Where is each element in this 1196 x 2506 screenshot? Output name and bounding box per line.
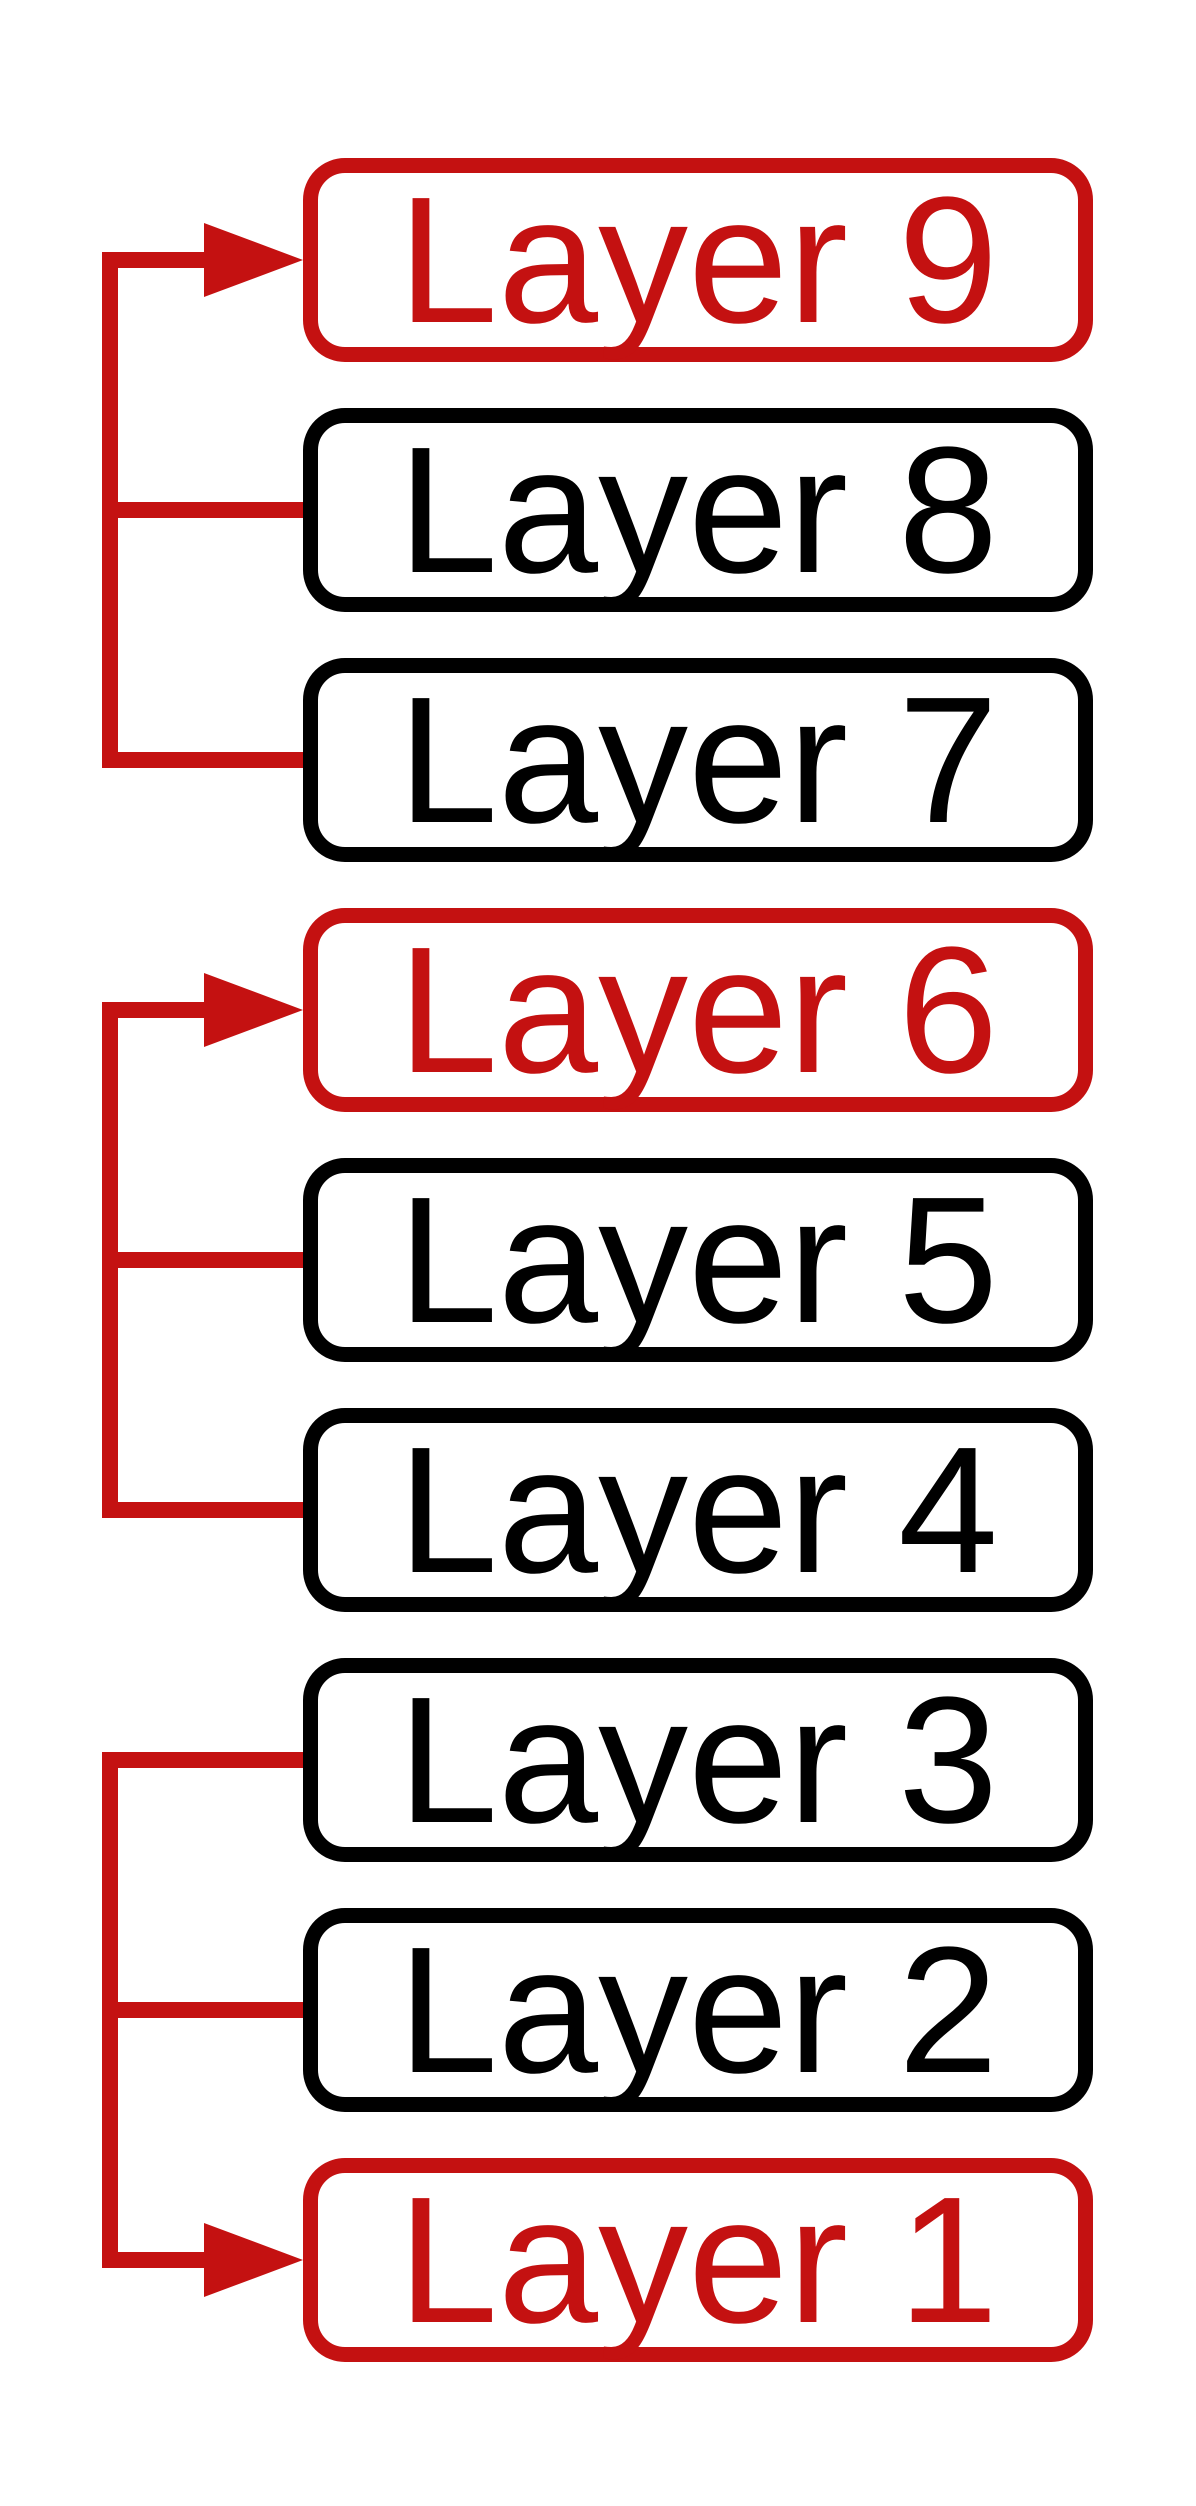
layer-label-2: Layer 2 <box>397 1909 999 2111</box>
layer-label-5: Layer 5 <box>397 1159 999 1361</box>
layer-box-7: Layer 7 <box>303 658 1093 862</box>
skip-connection-group-top <box>102 223 310 768</box>
layer-box-9: Layer 9 <box>303 158 1093 362</box>
arrowhead-icon-layer1 <box>204 2223 303 2297</box>
arrowhead-icon-layer9 <box>204 223 303 297</box>
layer-label-4: Layer 4 <box>397 1409 999 1611</box>
layer-box-2: Layer 2 <box>303 1908 1093 2112</box>
connector-line-bottom-group <box>102 1752 310 2268</box>
layer-box-1: Layer 1 <box>303 2158 1093 2362</box>
layer-label-8: Layer 8 <box>397 409 999 611</box>
layer-label-3: Layer 3 <box>397 1659 999 1861</box>
layer-box-3: Layer 3 <box>303 1658 1093 1862</box>
arrowhead-icon-layer6 <box>204 973 303 1047</box>
layer-box-8: Layer 8 <box>303 408 1093 612</box>
connector-line-middle-group <box>102 1002 310 1518</box>
layer-box-4: Layer 4 <box>303 1408 1093 1612</box>
layer-label-6: Layer 6 <box>397 909 999 1111</box>
layer-box-6: Layer 6 <box>303 908 1093 1112</box>
layer-box-5: Layer 5 <box>303 1158 1093 1362</box>
layer-label-9: Layer 9 <box>397 159 999 361</box>
connector-line-top-group <box>102 252 310 768</box>
skip-connection-group-middle <box>102 973 310 1518</box>
skip-connection-group-bottom <box>102 1752 310 2297</box>
layer-label-1: Layer 1 <box>397 2159 999 2361</box>
layer-label-7: Layer 7 <box>397 659 999 861</box>
